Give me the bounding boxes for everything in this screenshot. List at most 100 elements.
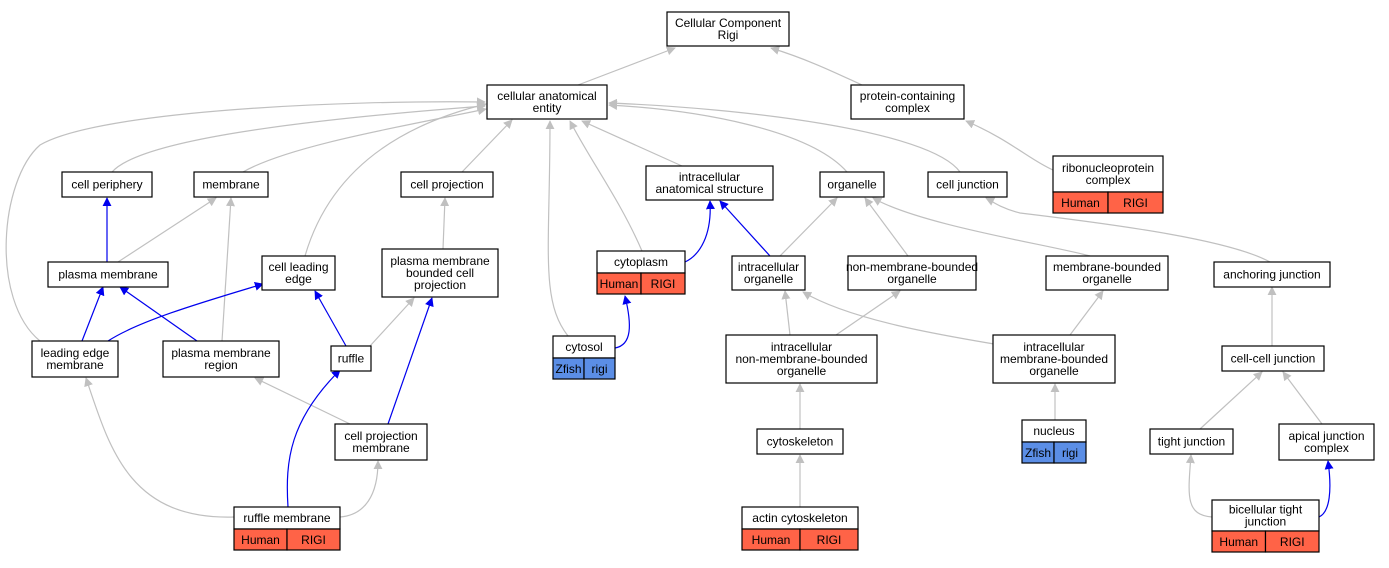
- node-cproj[interactable]: cell projection: [400, 171, 494, 198]
- node-label-line: nucleus: [1033, 424, 1074, 438]
- tag-rigi: RIGI: [286, 528, 341, 551]
- node-label-line: ruffle: [338, 352, 365, 366]
- edge-path: [864, 197, 909, 257]
- node-label-line: Cellular Component: [675, 16, 782, 30]
- edge-lem-to-cle: [107, 282, 264, 342]
- edge-btj-to-tj: [1185, 454, 1213, 518]
- tag-zfish: Zfish: [552, 357, 585, 380]
- node-cj[interactable]: cell junction: [927, 171, 1008, 198]
- node-ruffle[interactable]: ruffle: [330, 345, 372, 372]
- edge-path: [577, 46, 676, 86]
- node-label-line: protein-containing: [860, 89, 955, 103]
- tag-zfish: Zfish: [1021, 441, 1055, 464]
- edge-path: [1282, 371, 1323, 425]
- edge-inmbo-to-io: [781, 290, 791, 336]
- node-label-line: bounded cell: [406, 266, 474, 280]
- edge-rm-to-ruffle: [286, 369, 341, 508]
- node-pm[interactable]: plasma membrane: [47, 261, 169, 288]
- edge-rnp-to-pcc: [965, 120, 1054, 171]
- tag-label: Zfish: [1025, 446, 1051, 460]
- edge-pmr-to-mem: [221, 197, 235, 342]
- node-box: [261, 255, 336, 291]
- tag-label: Human: [600, 277, 639, 291]
- node-ccj[interactable]: cell-cell junction: [1221, 345, 1325, 372]
- edge-path: [608, 100, 848, 173]
- node-label-line: plasma membrane: [58, 268, 158, 282]
- node-inmbo[interactable]: intracellularnon-membrane-boundedorganel…: [725, 334, 878, 384]
- tag-label: RIGI: [1280, 535, 1305, 549]
- edge-path: [339, 460, 383, 518]
- edge-path: [802, 291, 1001, 346]
- edge-path: [569, 120, 643, 252]
- node-label-line: cell-cell junction: [1231, 352, 1316, 366]
- node-box: [334, 423, 428, 461]
- edge-cyto-to-cae: [569, 120, 643, 252]
- edge-ias-to-cae: [581, 120, 683, 167]
- tag-box: [1107, 191, 1164, 214]
- node-box: [330, 345, 372, 372]
- edge-imbo-to-io: [802, 291, 1001, 346]
- edge-path: [545, 120, 569, 337]
- node-label-line: cytoskeleton: [767, 435, 834, 449]
- edge-inmbo-to-nmbo: [835, 290, 901, 336]
- node-mem[interactable]: membrane: [193, 171, 269, 198]
- edge-path: [835, 290, 901, 336]
- node-box: [1149, 428, 1234, 455]
- tag-label: Human: [752, 533, 791, 547]
- edge-cj-to-cae: [608, 98, 961, 173]
- edge-cle-to-cae: [304, 101, 487, 257]
- edge-cpm-to-pmr: [254, 377, 351, 425]
- edge-path: [1199, 371, 1263, 430]
- edge-path: [254, 377, 351, 425]
- edge-path: [581, 120, 683, 167]
- node-box: [666, 11, 790, 47]
- edge-cyto-to-ias: [684, 200, 715, 263]
- node-box: [381, 248, 499, 298]
- node-label-line: projection: [414, 278, 466, 292]
- edge-path: [781, 290, 791, 336]
- node-csk[interactable]: cytoskeleton: [756, 428, 844, 455]
- node-label-line: complex: [885, 101, 930, 115]
- node-box: [731, 255, 806, 291]
- node-aj[interactable]: anchoring junction: [1213, 261, 1331, 288]
- edge-path: [111, 102, 486, 173]
- edge-cper-to-cae: [111, 102, 486, 173]
- tag-box: [583, 357, 616, 380]
- node-label-line: cytosol: [565, 340, 602, 354]
- edge-pcc-to-root: [770, 46, 863, 86]
- node-box: [47, 261, 169, 288]
- node-box: [61, 171, 153, 198]
- node-box: [486, 84, 608, 120]
- node-org[interactable]: organelle: [819, 171, 885, 198]
- node-label-line: plasma membrane: [171, 346, 271, 360]
- node-tj[interactable]: tight junction: [1149, 428, 1234, 455]
- edge-nmbo-to-org: [864, 197, 909, 257]
- node-label-line: plasma membrane: [390, 254, 490, 268]
- tag-human: Human: [1211, 530, 1267, 553]
- tag-human: Human: [741, 528, 801, 551]
- node-cper[interactable]: cell periphery: [61, 171, 153, 198]
- edge-path: [461, 119, 513, 173]
